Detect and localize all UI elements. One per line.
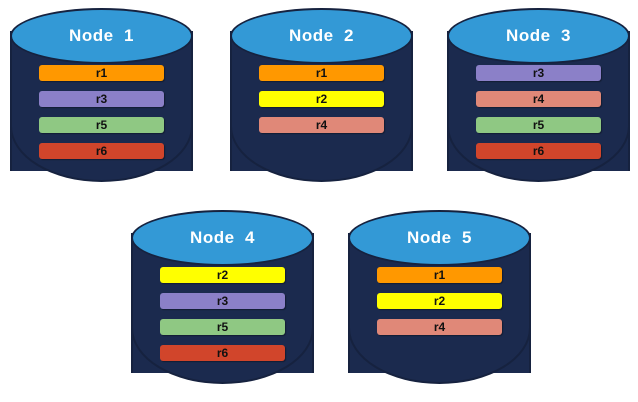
node-label: Node 2 [289,26,354,45]
replica-bar[interactable]: r5 [160,319,285,335]
cylinder-top-ellipse [447,8,630,64]
replica-bar[interactable]: r5 [476,117,601,133]
replica-bar[interactable]: r2 [377,293,502,309]
database-node-3[interactable]: Node 3 r3 r4 r5 r6 [447,8,630,194]
replica-list: r1 r3 r5 r6 [39,65,164,169]
replica-bar[interactable]: r2 [160,267,285,283]
cylinder-top-ellipse [131,210,314,266]
database-node-5[interactable]: Node 5 r1 r2 r4 [348,210,531,396]
replica-bar[interactable]: r1 [377,267,502,283]
cylinder-top-ellipse [348,210,531,266]
replica-bar[interactable]: r2 [259,91,384,107]
database-node-1[interactable]: Node 1 r1 r3 r5 r6 [10,8,193,194]
replica-list: r1 r2 r4 [377,267,502,345]
replica-list: r2 r3 r5 r6 [160,267,285,371]
replica-bar[interactable]: r5 [39,117,164,133]
cylinder-top-ellipse [10,8,193,64]
node-label: Node 1 [69,26,134,45]
replica-list: r1 r2 r4 [259,65,384,143]
replica-bar[interactable]: r6 [39,143,164,159]
database-node-4[interactable]: Node 4 r2 r3 r5 r6 [131,210,314,396]
cylinder-top-ellipse [230,8,413,64]
replica-bar[interactable]: r6 [160,345,285,361]
replica-bar[interactable]: r4 [377,319,502,335]
node-label: Node 4 [190,228,255,247]
replica-bar[interactable]: r1 [259,65,384,81]
node-label: Node 5 [407,228,472,247]
replica-bar[interactable]: r3 [160,293,285,309]
replica-bar[interactable]: r6 [476,143,601,159]
node-label: Node 3 [506,26,571,45]
replica-bar[interactable]: r3 [476,65,601,81]
replica-list: r3 r4 r5 r6 [476,65,601,169]
replica-bar[interactable]: r4 [476,91,601,107]
replica-bar[interactable]: r1 [39,65,164,81]
database-node-2[interactable]: Node 2 r1 r2 r4 [230,8,413,194]
replica-bar[interactable]: r3 [39,91,164,107]
replica-bar[interactable]: r4 [259,117,384,133]
